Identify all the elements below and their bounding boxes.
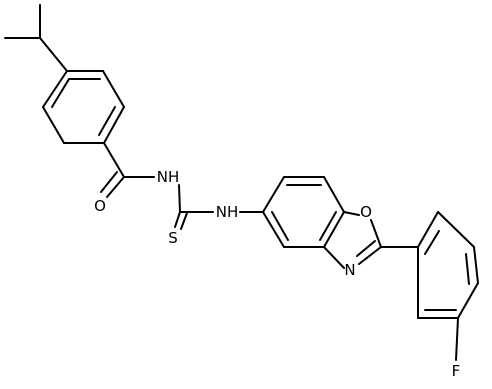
benzene-ring-isopropylphenyl bbox=[42, 70, 125, 144]
thiourea-linker bbox=[174, 184, 264, 230]
carbonyl-oxygen-label: O bbox=[94, 197, 106, 215]
thiourea-nitrogen-label: NH bbox=[216, 203, 239, 221]
benzoxazole-benzo-ring bbox=[262, 176, 345, 248]
oxazole-nitrogen-label: N bbox=[344, 261, 355, 279]
fluorophenyl-ring bbox=[380, 211, 479, 361]
amide-nitrogen-label: NH bbox=[157, 168, 180, 186]
fluorine-label: F bbox=[452, 362, 461, 380]
isopropyl-group bbox=[4, 4, 68, 72]
oxazole-oxygen-label: O bbox=[360, 203, 372, 221]
thiourea-sulfur-label: S bbox=[168, 229, 178, 247]
carbonyl-group bbox=[100, 142, 155, 198]
benzoxazole-oxazole-ring bbox=[323, 211, 382, 269]
